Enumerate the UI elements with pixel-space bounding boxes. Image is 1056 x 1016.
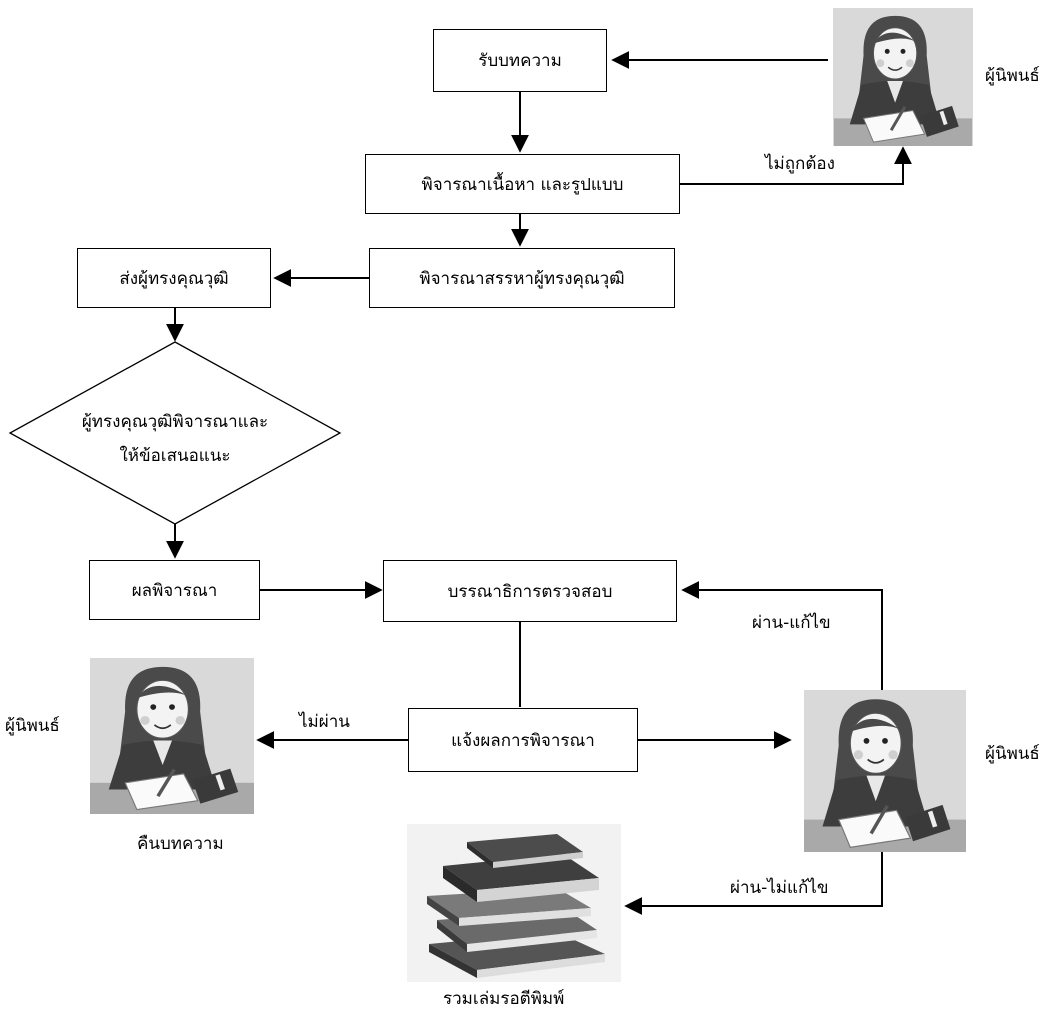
node-notify-result: แจ้งผลการพิจารณา: [408, 708, 638, 772]
node-send-reviewer: ส่งผู้ทรงคุณวุฒิ: [77, 248, 271, 308]
stack-of-books-icon: [407, 824, 621, 982]
woman-writing-at-desk-icon: [90, 658, 254, 814]
node-review-result: ผลพิจารณา: [89, 560, 260, 620]
edge-label-pass-revise: ผ่าน-แก้ไข: [752, 613, 831, 633]
caption-author-left: ผู้นิพนธ์: [5, 716, 60, 736]
caption-author-right: ผู้นิพนธ์: [985, 744, 1040, 764]
caption-return-article: คืนบทความ: [137, 834, 224, 854]
woman-writing-at-desk-icon: [804, 690, 966, 852]
woman-writing-at-desk-icon: [834, 8, 972, 146]
author-photo-top: [833, 8, 973, 146]
books-stack-image: [407, 824, 621, 982]
edge-author-to-editor-revise: [681, 581, 883, 690]
author-photo-left: [90, 658, 254, 814]
edge-label-fail: ไม่ผ่าน: [299, 712, 350, 732]
caption-collect-print: รวมเล่มรอตีพิมพ์: [443, 989, 565, 1009]
edge-label-incorrect: ไม่ถูกต้อง: [765, 154, 835, 174]
author-photo-right: [804, 690, 966, 852]
review-decision-line2: ให้ข้อเสนอแนะ: [119, 446, 231, 466]
review-decision-label: ผู้ทรงคุณวุฒิพิจารณาและ ให้ข้อเสนอแนะ: [40, 405, 310, 473]
edge-label-pass-no-revise: ผ่าน-ไม่แก้ไข: [730, 878, 829, 898]
caption-author-top: ผู้นิพนธ์: [985, 66, 1040, 86]
node-check-content-format: พิจารณาเนื้อหา และรูปแบบ: [365, 154, 680, 214]
edge-check-to-author-incorrect: [680, 146, 912, 185]
node-select-reviewer: พิจารณาสรรหาผู้ทรงคุณวุฒิ: [369, 248, 675, 308]
review-decision-line1: ผู้ทรงคุณวุฒิพิจารณาและ: [81, 412, 269, 432]
node-editor-check: บรรณาธิการตรวจสอบ: [383, 560, 677, 622]
edge-author-to-books: [624, 852, 883, 915]
node-receive-article: รับบทความ: [433, 29, 607, 92]
